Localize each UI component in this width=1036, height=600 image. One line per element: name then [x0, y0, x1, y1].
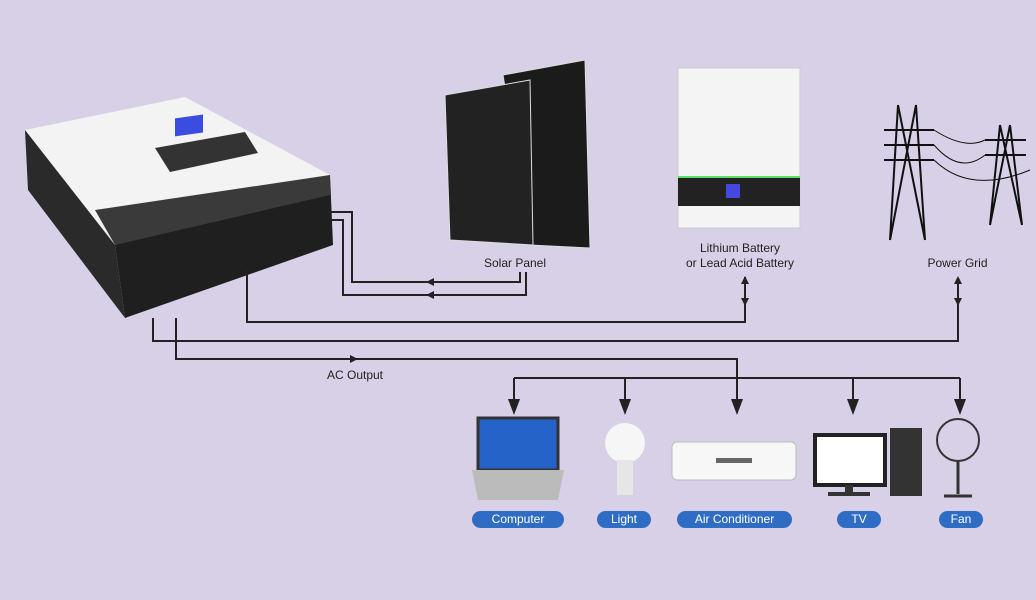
computer-image [472, 416, 564, 500]
inverter-image [25, 97, 333, 318]
wiring [152, 211, 966, 415]
air-conditioner-image [671, 441, 797, 481]
flow-arrows [350, 276, 962, 363]
fan-image [936, 418, 980, 498]
battery-label-line1: Lithium Battery [699, 241, 781, 255]
power-tower-image [884, 104, 1031, 241]
load-label-fan: Fan [939, 511, 983, 528]
solar-panel-image [444, 59, 591, 249]
load-label-tv: TV [837, 511, 881, 528]
tv-image [813, 428, 922, 496]
load-label-air-conditioner: Air Conditioner [677, 511, 792, 528]
battery-label-line2: or Lead Acid Battery [685, 256, 795, 270]
ac-output-label: AC Output [326, 368, 384, 382]
solar-panel-label: Solar Panel [483, 256, 547, 270]
load-label-computer: Computer [472, 511, 564, 528]
light-bulb-image [605, 423, 645, 495]
load-label-light: Light [597, 511, 651, 528]
power-grid-label: Power Grid [927, 256, 988, 270]
battery-image [677, 67, 801, 229]
